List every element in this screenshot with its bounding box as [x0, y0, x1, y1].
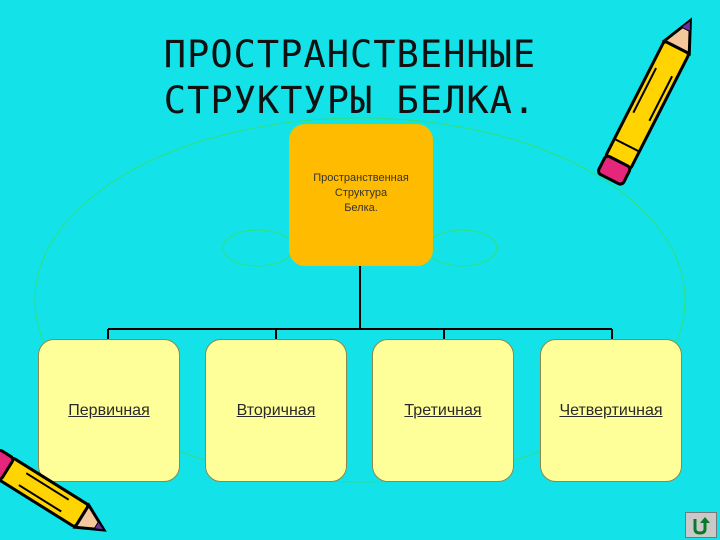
child-node-secondary[interactable]: Вторичная	[205, 339, 347, 482]
root-line-3: Белка.	[344, 202, 378, 214]
child-label[interactable]: Третичная	[404, 401, 482, 419]
child-node-quaternary[interactable]: Четвертичная	[540, 339, 682, 482]
big-ellipse	[34, 117, 686, 483]
return-button[interactable]	[685, 512, 717, 538]
root-line-2: Структура	[334, 187, 388, 199]
title-line-2: СТРУКТУРЫ БЕЛКА.	[163, 79, 537, 122]
return-arrow-icon	[693, 517, 710, 535]
root-node: Пространственная Структура Белка.	[289, 124, 433, 266]
child-label[interactable]: Вторичная	[236, 401, 316, 419]
child-label[interactable]: Четвертичная	[559, 401, 663, 419]
child-label[interactable]: Первичная	[68, 401, 150, 419]
root-line-1: Пространственная	[313, 172, 409, 184]
slide-title: ПРОСТРАНСТВЕННЫЕ СТРУКТУРЫ БЕЛКА.	[40, 32, 660, 124]
child-node-tertiary[interactable]: Третичная	[372, 339, 514, 482]
child-node-primary[interactable]: Первичная	[38, 339, 180, 482]
title-line-1: ПРОСТРАНСТВЕННЫЕ	[163, 33, 537, 76]
